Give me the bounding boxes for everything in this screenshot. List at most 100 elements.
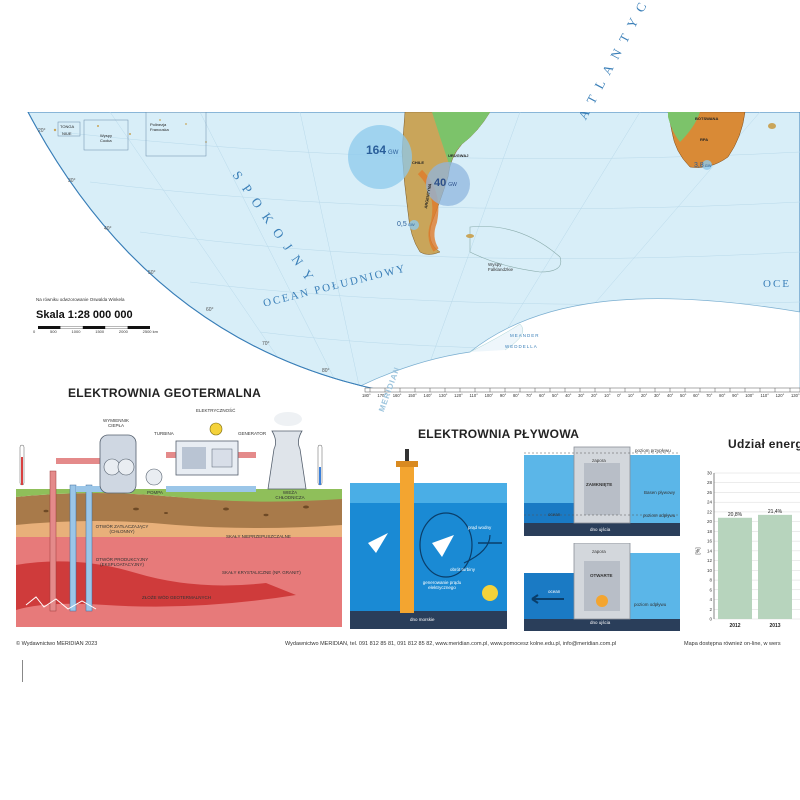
island-label: TONGA bbox=[60, 124, 75, 129]
lon-label: 40° bbox=[667, 393, 674, 398]
x-tick-label: 2012 bbox=[729, 623, 740, 629]
label-impermeable: SKAŁY NIEPRZEPUSZCZALNE bbox=[226, 534, 291, 539]
label-generator: GENERATOR bbox=[238, 431, 267, 436]
lon-label: 60° bbox=[539, 393, 546, 398]
tidal-barrage-open bbox=[524, 543, 680, 631]
label-rotation: obrót turbiny bbox=[450, 567, 476, 572]
island-label: NIUE bbox=[62, 131, 72, 136]
y-tick-label: 14 bbox=[707, 548, 713, 553]
scale-tick: 1000 bbox=[71, 329, 81, 334]
y-tick-label: 10 bbox=[707, 568, 713, 573]
label-estuary-bed: dno ujścia bbox=[590, 527, 611, 532]
lon-label: 180° bbox=[362, 393, 371, 398]
lon-label: 20° bbox=[591, 393, 598, 398]
tidal-title: ELEKTROWNIA PŁYWOWA bbox=[418, 427, 580, 441]
label-seabed: dno morskie bbox=[410, 617, 435, 622]
label-basin: Basen pływowy bbox=[644, 490, 676, 495]
lon-label: 120° bbox=[454, 393, 463, 398]
country-label: RPA bbox=[700, 137, 709, 142]
country-label: URUGWAJ bbox=[448, 153, 469, 158]
lon-label: 110° bbox=[760, 393, 769, 398]
bubble-value: 3,8 bbox=[694, 162, 704, 169]
tidal-barrage-closed bbox=[524, 443, 680, 536]
island-label: Polinezja Francuska bbox=[150, 122, 169, 132]
lon-label: 100° bbox=[484, 393, 494, 398]
lon-label: 20° bbox=[640, 393, 648, 398]
bubble-unit: GW bbox=[407, 222, 415, 227]
label-tower: WIEŻA CHŁODNICZA bbox=[275, 490, 305, 500]
y-tick-label: 26 bbox=[707, 490, 713, 495]
label-low-tide-2: poziom odpływu bbox=[634, 602, 667, 607]
y-tick-label: 12 bbox=[707, 558, 713, 563]
y-tick-label: 16 bbox=[707, 539, 713, 544]
bar bbox=[758, 514, 792, 619]
bubble-0-5: 0,5GW bbox=[397, 221, 415, 228]
y-tick-label: 0 bbox=[709, 617, 712, 622]
lon-label: 130° bbox=[790, 393, 800, 398]
bubble-value: 40 bbox=[434, 177, 447, 189]
lon-label: 80° bbox=[512, 393, 520, 398]
lon-label: 0° bbox=[617, 393, 622, 398]
label-crystalline: SKAŁY KRYSTALICZNE (NP. GRANIT) bbox=[222, 570, 301, 575]
sea-label: WEDDELLA bbox=[505, 344, 538, 349]
footer-online: Mapa dostępna również on-line, w wers bbox=[684, 641, 781, 647]
lon-label: 150° bbox=[408, 393, 417, 398]
lon-label: 100° bbox=[745, 393, 754, 398]
y-tick-label: 18 bbox=[707, 529, 713, 534]
island-label: Wyspy Cooka bbox=[100, 133, 112, 143]
scale-tick: 2500 km bbox=[142, 329, 158, 334]
lon-label: 10° bbox=[604, 393, 611, 398]
lon-label: 160° bbox=[392, 393, 402, 398]
y-tick-label: 2 bbox=[709, 607, 712, 612]
scale-bar bbox=[38, 326, 150, 329]
ocean-label-atlantic: A T L A N T Y C K I bbox=[575, 0, 666, 123]
label-open: OTWARTE bbox=[590, 573, 613, 578]
label-ocean: ocean bbox=[548, 512, 561, 517]
southern-hemisphere-map bbox=[27, 112, 800, 393]
lon-label: 130° bbox=[438, 393, 448, 398]
scale-tick: 0 bbox=[33, 329, 36, 334]
lon-label: 170° bbox=[377, 393, 387, 398]
geothermal-title: ELEKTROWNIA GEOTERMALNA bbox=[68, 386, 262, 400]
country-label: BOTSWANA bbox=[695, 116, 719, 121]
sea-label: Wyspy Falklandzkie bbox=[488, 262, 514, 272]
projection-note: Na równiku odwzorowanie Oswalda Winkela bbox=[36, 297, 125, 302]
label-deposit: ZŁOŻE WÓD GEOTERMALNYCH bbox=[142, 595, 212, 600]
lon-label: 80° bbox=[719, 393, 726, 398]
bubble-value: 0,5 bbox=[397, 221, 407, 228]
y-tick-label: 28 bbox=[707, 480, 713, 485]
bubble-3-8: 3,8GW bbox=[694, 162, 712, 169]
label-turbine: TURBINA bbox=[154, 431, 174, 436]
bubble-unit: GW bbox=[448, 182, 457, 188]
bubble-unit: GW bbox=[388, 150, 399, 156]
x-tick-label: 2013 bbox=[769, 623, 780, 629]
lon-label: 30° bbox=[578, 393, 585, 398]
y-tick-label: 6 bbox=[709, 587, 712, 592]
geothermal-diagram bbox=[16, 412, 342, 627]
label-dam: zapora bbox=[592, 458, 606, 463]
lon-label: 90° bbox=[732, 393, 739, 398]
lon-label: 140° bbox=[423, 393, 433, 398]
lon-label: 50° bbox=[552, 393, 559, 398]
label-dam-2: zapora bbox=[592, 549, 606, 554]
label-estuary-bed-2: dno ujścia bbox=[590, 620, 611, 625]
bar-value-label: 20,8% bbox=[728, 512, 743, 518]
lon-label: 70° bbox=[706, 393, 713, 398]
scale-title: Skala 1:28 000 000 bbox=[36, 309, 133, 321]
y-tick-label: 20 bbox=[707, 519, 713, 524]
lon-label: 10° bbox=[627, 393, 635, 398]
bubble-value: 164 bbox=[366, 143, 387, 157]
ocean-label-partial: OCE bbox=[763, 278, 791, 290]
lon-label: 90° bbox=[499, 393, 507, 398]
scale-ticks: 0 500 1000 1500 2000 2500 km bbox=[33, 329, 158, 334]
scale-tick: 1500 bbox=[95, 329, 105, 334]
bar bbox=[718, 517, 752, 619]
lon-label: 70° bbox=[525, 393, 533, 398]
footer-contact: Wydawnictwo MERIDIAN, tel. 091 812 85 81… bbox=[285, 641, 617, 647]
label-generating: generowanie prądu elektrycznego bbox=[422, 580, 462, 590]
sea-label: MEANDER bbox=[510, 333, 540, 338]
label-pump: POMPA bbox=[147, 490, 163, 495]
y-tick-label: 24 bbox=[707, 500, 713, 505]
scale-tick: 500 bbox=[50, 329, 57, 334]
